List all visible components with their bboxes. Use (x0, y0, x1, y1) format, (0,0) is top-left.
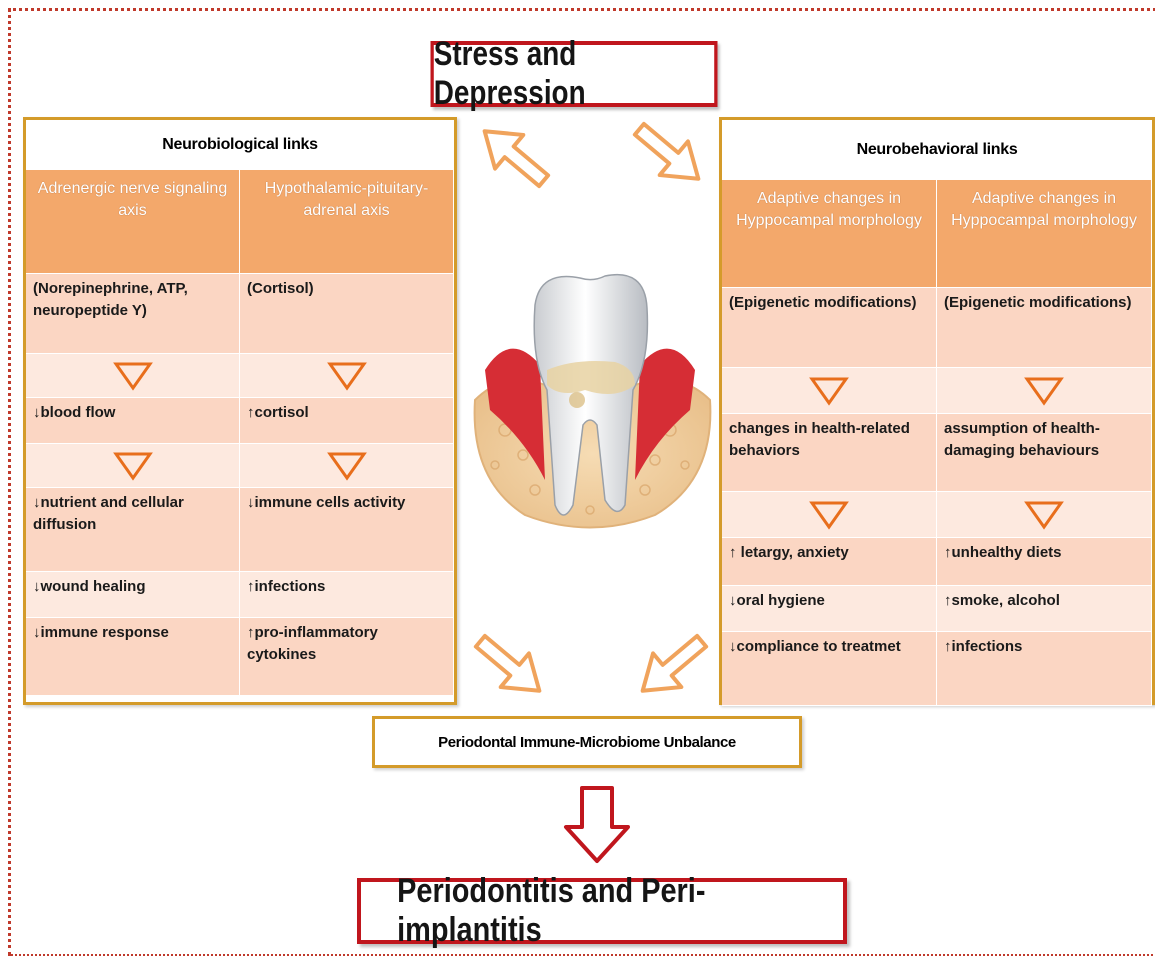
left-row3-col2: ↓immune cells activity (240, 488, 454, 572)
top-title: Stress and Depression (434, 35, 714, 113)
neurobehavioral-panel: Neurobehavioral links Adaptive changes i… (719, 117, 1155, 705)
left-row5-col2: ↑pro-inflammatory cytokines (240, 618, 454, 696)
right-row5-col2: ↑infections (937, 632, 1152, 706)
right-row3-col1: ↑ letargy, anxiety (722, 538, 937, 586)
right-arrow-row-1a (722, 368, 937, 414)
right-row4-col2: ↑smoke, alcohol (937, 586, 1152, 632)
neurobiological-heading: Neurobiological links (26, 120, 454, 170)
left-arrow-row-2b (240, 444, 454, 488)
diagonal-arrow-icon (626, 630, 716, 705)
left-row1-col1: (Norepinephrine, ATP, neuropeptide Y) (26, 274, 240, 354)
right-arrow-row-1b (937, 368, 1152, 414)
neurobehavioral-grid: Adaptive changes in Hyppocampal morpholo… (722, 180, 1152, 706)
down-arrow-icon (562, 785, 632, 865)
down-triangle-icon (327, 361, 367, 391)
bottom-title: Periodontitis and Peri-implantitis (397, 872, 807, 950)
diagonal-arrow-icon (468, 118, 558, 193)
left-row4-col2: ↑infections (240, 572, 454, 618)
immune-microbiome-box: Periodontal Immune-Microbiome Unbalance (372, 716, 802, 768)
immune-microbiome-label: Periodontal Immune-Microbiome Unbalance (438, 734, 736, 751)
left-row1-col2: (Cortisol) (240, 274, 454, 354)
left-row2-col2: ↑cortisol (240, 398, 454, 444)
left-col-header-2: Hypothalamic-pituitary-adrenal axis (240, 170, 454, 274)
left-arrow-row-2a (26, 444, 240, 488)
left-row5-col1: ↓immune response (26, 618, 240, 696)
right-col-header-1: Adaptive changes in Hyppocampal morpholo… (722, 180, 937, 288)
down-triangle-icon (113, 451, 153, 481)
left-row3-col1: ↓nutrient and cellular diffusion (26, 488, 240, 572)
left-arrow-row-1b (240, 354, 454, 398)
left-row4-col1: ↓wound healing (26, 572, 240, 618)
diagonal-arrow-icon (466, 630, 556, 705)
down-triangle-icon (1024, 500, 1064, 530)
right-row2-col1: changes in health-related behaviors (722, 414, 937, 492)
top-title-box: Stress and Depression (431, 41, 718, 107)
left-col-header-1: Adrenergic nerve signaling axis (26, 170, 240, 274)
right-arrow-row-2a (722, 492, 937, 538)
neurobiological-grid: Adrenergic nerve signaling axis Hypothal… (26, 170, 454, 696)
down-triangle-icon (113, 361, 153, 391)
down-triangle-icon (809, 500, 849, 530)
bottom-title-box: Periodontitis and Peri-implantitis (357, 878, 847, 944)
right-row2-col2: assumption of health-damaging behaviours (937, 414, 1152, 492)
right-row4-col1: ↓oral hygiene (722, 586, 937, 632)
diagonal-arrow-icon (625, 118, 715, 193)
left-row2-col1: ↓blood flow (26, 398, 240, 444)
tooth-illustration (465, 250, 715, 540)
down-triangle-icon (327, 451, 367, 481)
right-row1-col1: (Epigenetic modifications) (722, 288, 937, 368)
neurobehavioral-heading: Neurobehavioral links (722, 120, 1152, 180)
right-row3-col2: ↑unhealthy diets (937, 538, 1152, 586)
neurobiological-panel: Neurobiological links Adrenergic nerve s… (23, 117, 457, 705)
down-triangle-icon (1024, 376, 1064, 406)
right-row5-col1: ↓compliance to treatmet (722, 632, 937, 706)
left-arrow-row-1a (26, 354, 240, 398)
down-triangle-icon (809, 376, 849, 406)
right-arrow-row-2b (937, 492, 1152, 538)
right-col-header-2: Adaptive changes in Hyppocampal morpholo… (937, 180, 1152, 288)
right-row1-col2: (Epigenetic modifications) (937, 288, 1152, 368)
